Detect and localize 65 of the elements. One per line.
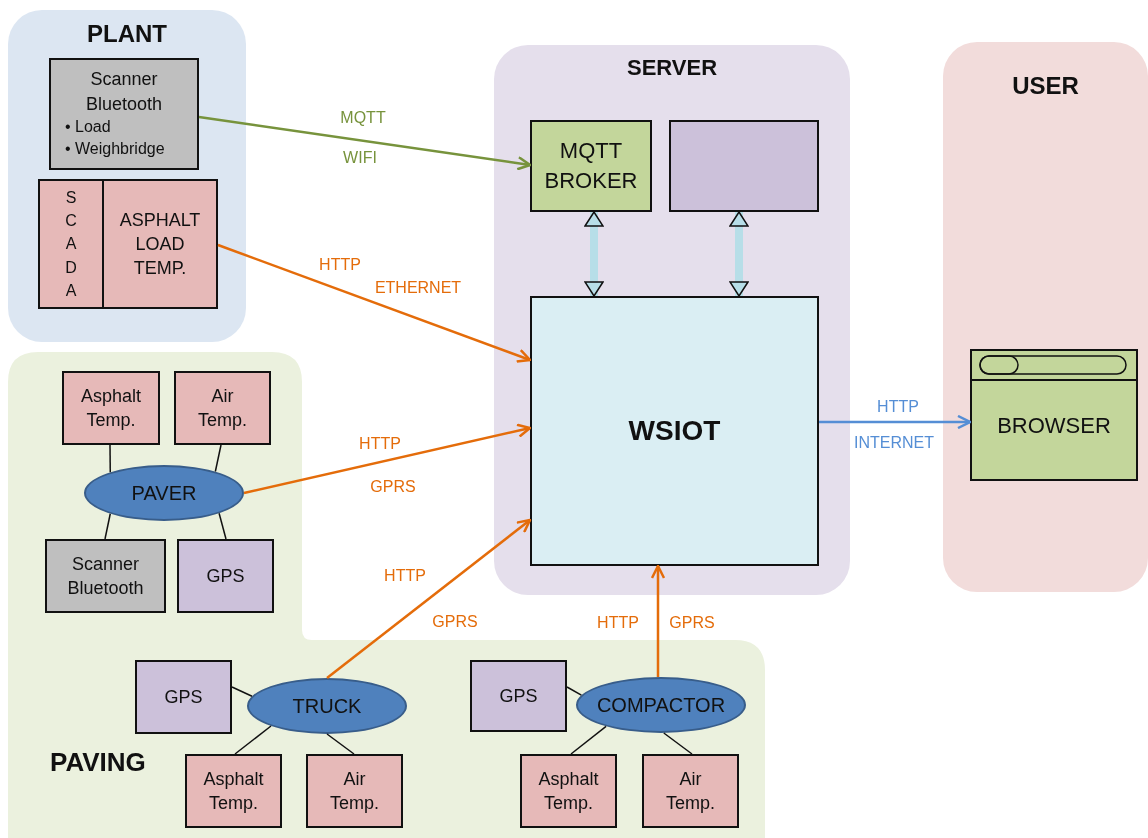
node-label: Asphalt Temp. [537,767,600,815]
arrow [650,564,666,677]
node-label: Scanner Bluetooth [66,552,145,600]
process-box [62,371,160,445]
process-box [306,754,403,828]
process-box [135,660,232,734]
node-label: GPS [206,564,245,588]
process-box [185,754,282,828]
group-heading: PAVING [50,747,146,778]
system-box [38,179,104,309]
node-label: Air Temp. [197,384,248,432]
list-item: • Load [65,116,112,137]
node-label: ASPHALT LOAD TEMP. [118,208,202,281]
node-label: GPS [499,684,538,708]
connector-line [326,733,355,755]
group-panel [943,42,1148,592]
node-label: Air Temp. [329,767,380,815]
process-box [45,539,166,613]
node-label: WSIOT [628,414,721,449]
process-box [470,660,567,732]
process-box [530,296,819,566]
group-panel [8,10,246,342]
connector-line [104,513,111,540]
arrow [217,243,532,363]
connector-line [234,725,272,755]
group-panel [8,352,765,838]
connector-line [570,725,607,755]
device-title: Scanner Bluetooth [84,68,164,116]
connector-line [566,686,583,696]
empty-box [669,120,819,212]
process-box [530,120,652,212]
arrow [326,518,532,679]
list-item: • Weighbridge [65,139,165,160]
device-box [49,58,199,170]
group-heading: USER [1012,72,1079,100]
node-label: BROWSER [997,412,1111,441]
process-box [174,371,271,445]
node-label: Asphalt Temp. [202,767,265,815]
connector-line [109,444,111,473]
double-arrow [729,211,749,297]
edge-label: MQTT [338,109,388,127]
connector-line [231,686,253,697]
group-heading: PLANT [87,20,167,48]
node-label: Asphalt Temp. [79,384,142,432]
arrow [198,115,532,171]
arrow [243,423,532,495]
node-label: MQTT BROKER [544,137,638,195]
node-label: TRUCK [292,694,362,718]
process-box [102,179,218,309]
node-label: SCADA [64,188,78,301]
connector-line [218,512,227,540]
node-label: Air Temp. [665,767,716,815]
connector-line [214,444,222,473]
double-arrow [584,211,604,297]
arrow [819,414,972,430]
process-box [177,539,274,613]
group-heading: SERVER [626,55,718,81]
process-box [642,754,739,828]
node-label: PAVER [131,481,197,505]
connector-line [663,732,693,755]
group-panel [494,45,850,595]
browser-window [970,349,1138,481]
process-box [520,754,617,828]
node-label: COMPACTOR [596,693,726,717]
node-label: GPS [164,685,203,709]
